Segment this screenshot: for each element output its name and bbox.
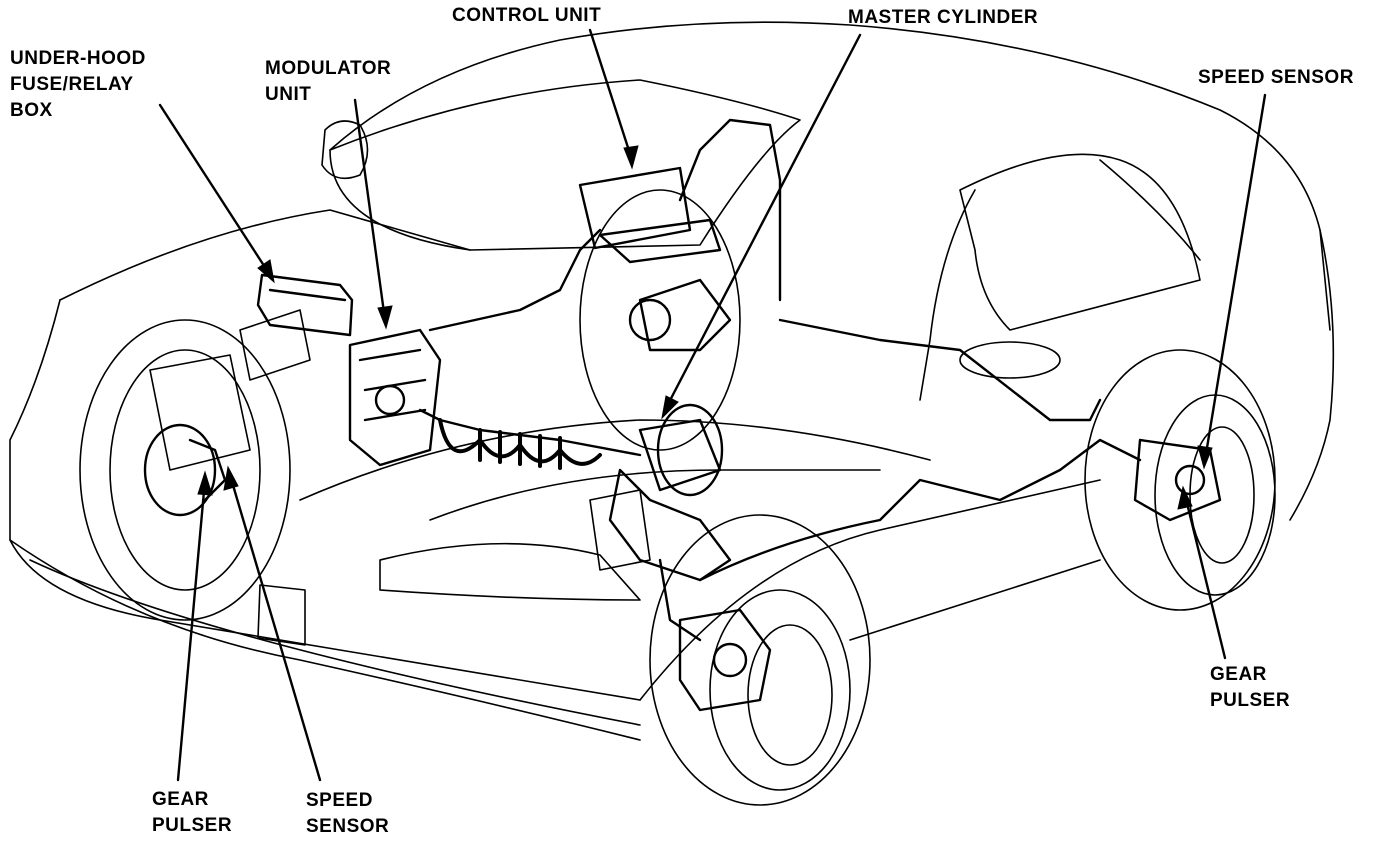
headlight xyxy=(379,542,641,601)
hood-crease xyxy=(9,299,641,701)
hood-line xyxy=(59,209,471,301)
coil-hose xyxy=(438,418,602,470)
master-cylinder xyxy=(608,278,732,582)
under-hood-label-line-2: FUSE/RELAY xyxy=(10,74,134,95)
rear-quarter xyxy=(1289,229,1335,521)
rear-right-wheel-arch xyxy=(1084,349,1276,611)
modulator-label-line-1: MODULATOR xyxy=(265,58,392,79)
brake-line-rear xyxy=(698,438,1142,582)
hood-center xyxy=(299,419,931,501)
front-right-tire-inner xyxy=(747,624,833,766)
modulator-unit xyxy=(348,328,442,467)
under-hood-fuse-relay-box-label: UNDER-HOOD FUSE/RELAY BOX xyxy=(10,46,146,124)
brake-line-rear-upper xyxy=(778,318,1102,422)
brake-lines xyxy=(418,118,1142,642)
arrowheads xyxy=(197,145,1213,510)
grille-box xyxy=(257,584,306,646)
front-left-wheel-arch xyxy=(79,319,291,621)
body-side xyxy=(639,479,1101,701)
arrow-under-hood xyxy=(257,259,275,284)
control-harness xyxy=(428,228,602,332)
speed-sensor-front-label-line-1: SPEED xyxy=(306,790,373,811)
steering-wheel xyxy=(579,189,741,451)
cowl-line xyxy=(429,469,881,521)
under-hood-label-line-1: UNDER-HOOD xyxy=(10,48,146,69)
leader-modulator xyxy=(353,98,387,322)
leader-gear-pulser-front xyxy=(176,478,207,782)
front-left-sensor xyxy=(143,423,227,517)
arrow-modulator xyxy=(377,305,393,330)
rear-seat xyxy=(959,341,1061,379)
gear-pulser-rear-label-line-1: GEAR xyxy=(1210,664,1267,685)
master-cylinder-label-line: MASTER CYLINDER xyxy=(848,7,1039,28)
rear-window xyxy=(1099,159,1201,261)
rocker xyxy=(849,559,1101,641)
windshield xyxy=(329,79,801,251)
speed-sensor-rear-label: SPEED SENSOR xyxy=(1198,65,1354,91)
rear-right-tire-outer xyxy=(1154,394,1276,596)
gear-pulser-rear-label: GEAR PULSER xyxy=(1210,662,1290,714)
control-harness-2 xyxy=(678,118,782,302)
front-right-sensor xyxy=(678,608,772,712)
gear-pulser-front-label: GEAR PULSER xyxy=(152,787,232,839)
front-right-wheel-arch xyxy=(649,514,871,806)
leader-master-cylinder xyxy=(663,33,862,412)
control-unit-label-line: CONTROL UNIT xyxy=(452,5,602,26)
side-window xyxy=(959,153,1201,331)
front-right-tire-outer xyxy=(709,589,851,791)
front-right-line xyxy=(658,558,702,642)
leader-lines xyxy=(158,28,1267,782)
leader-speed-sensor-rear xyxy=(1203,93,1267,462)
arrow-speed-sensor-rear xyxy=(1197,445,1213,470)
arrow-gear-pulser-rear xyxy=(1177,485,1193,510)
under-hood-label-line-3: BOX xyxy=(10,100,53,121)
gear-pulser-front-label-line-2: PULSER xyxy=(152,815,233,836)
control-unit xyxy=(578,166,722,264)
bumper-lower xyxy=(29,559,641,726)
speed-sensor-rear-label-line: SPEED SENSOR xyxy=(1198,67,1354,88)
master-cylinder-label: MASTER CYLINDER xyxy=(848,5,1038,31)
front-fascia xyxy=(9,539,641,741)
speed-sensor-front-label: SPEED SENSOR xyxy=(306,788,389,840)
leader-control-unit xyxy=(588,28,634,162)
leader-gear-pulser-rear xyxy=(1183,493,1227,660)
engine-block xyxy=(149,309,651,571)
roof-line xyxy=(329,21,1331,331)
fuse-relay-box xyxy=(256,273,354,337)
gear-pulser-front-label-line-1: GEAR xyxy=(152,789,209,810)
car-body xyxy=(9,21,1335,806)
leader-speed-sensor-front xyxy=(228,473,322,782)
control-unit-label: CONTROL UNIT xyxy=(452,3,601,29)
modulator-unit-label: MODULATOR UNIT xyxy=(265,56,391,108)
arrow-gear-pulser-front xyxy=(197,470,213,496)
mirror xyxy=(321,120,369,180)
arrow-control-unit xyxy=(623,145,639,170)
speed-sensor-front-label-line-2: SENSOR xyxy=(306,816,390,837)
arrow-master-cylinder xyxy=(661,395,679,420)
modulator-label-line-2: UNIT xyxy=(265,84,312,105)
door-pillar xyxy=(919,189,976,401)
gear-pulser-rear-label-line-2: PULSER xyxy=(1210,690,1291,711)
arrow-speed-sensor-front xyxy=(223,465,239,491)
front-left-tire xyxy=(109,349,261,591)
leader-under-hood xyxy=(158,103,272,277)
